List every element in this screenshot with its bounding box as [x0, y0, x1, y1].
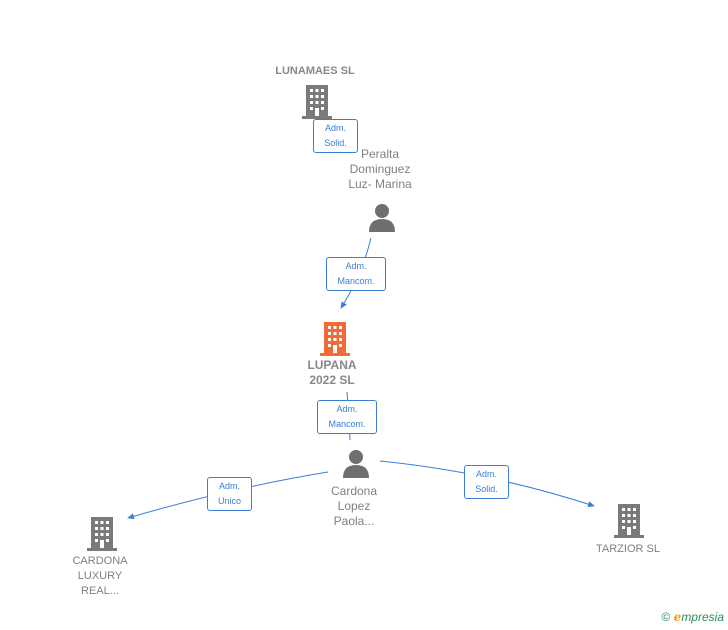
edge-label-lunamaes-peralta[interactable]: Adm. Solid. [313, 119, 358, 153]
node-cardona-luxury-label[interactable]: CARDONA LUXURY REAL... [72, 555, 128, 597]
edge-label-cardona-tarzior[interactable]: Adm. Solid. [464, 465, 509, 499]
building-icon[interactable] [87, 515, 117, 551]
building-icon[interactable] [614, 502, 644, 538]
building-icon[interactable] [302, 83, 332, 119]
empresia-logo-e: e [673, 610, 682, 624]
node-lunamaes-label[interactable]: LUNAMAES SL [275, 65, 355, 77]
copyright-symbol: © [661, 610, 671, 624]
building-icon[interactable] [319, 320, 351, 356]
edge-label-lupana-cardona[interactable]: Adm. Mancom. [317, 400, 377, 434]
node-tarzior-label[interactable]: TARZIOR SL [596, 543, 660, 555]
empresia-watermark: © empresia [661, 610, 724, 624]
empresia-logo-text: mpresia [681, 610, 724, 624]
node-cardona-lopez-label[interactable]: Cardona Lopez Paola... [330, 484, 378, 528]
edge-label-cardona-luxury[interactable]: Adm. Unico [207, 477, 252, 511]
node-peralta-label[interactable]: Peralta Dominguez Luz- Marina [348, 147, 412, 191]
person-icon[interactable] [367, 203, 397, 233]
edge-label-peralta-lupana[interactable]: Adm. Mancom. [326, 257, 386, 291]
person-icon[interactable] [341, 449, 371, 479]
node-lupana-label[interactable]: LUPANA 2022 SL [307, 358, 357, 387]
